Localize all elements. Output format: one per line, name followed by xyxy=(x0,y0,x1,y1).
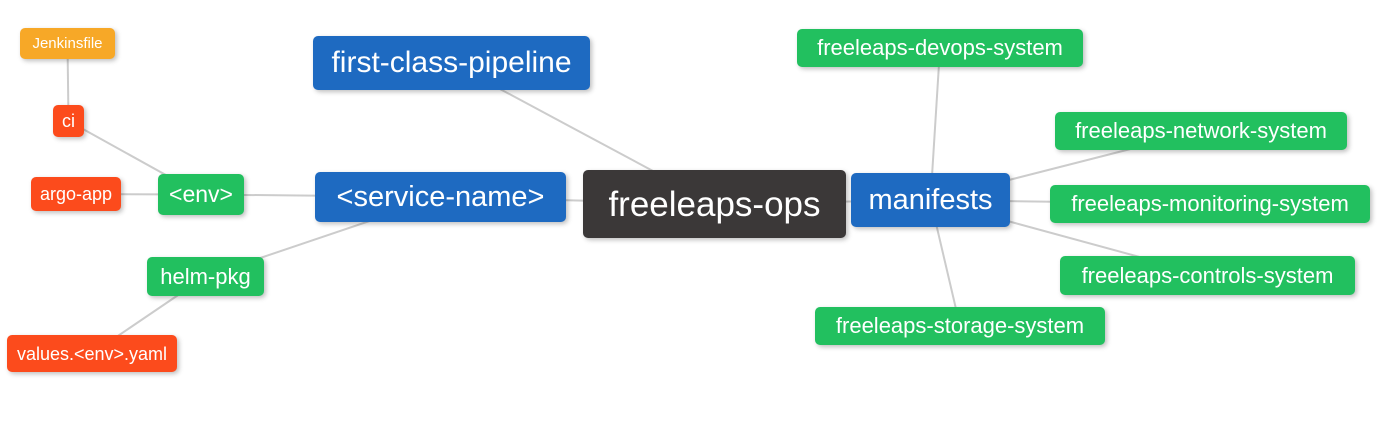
node-first-class-pipeline[interactable]: first-class-pipeline xyxy=(313,36,590,90)
node-controls-system[interactable]: freeleaps-controls-system xyxy=(1060,256,1355,295)
node-jenkinsfile[interactable]: Jenkinsfile xyxy=(20,28,115,59)
node-service-name[interactable]: <service-name> xyxy=(315,172,566,222)
node-storage-system[interactable]: freeleaps-storage-system xyxy=(815,307,1105,345)
node-ci[interactable]: ci xyxy=(53,105,84,137)
node-monitoring-system[interactable]: freeleaps-monitoring-system xyxy=(1050,185,1370,223)
node-values-env-yaml[interactable]: values.<env>.yaml xyxy=(7,335,177,372)
node-env[interactable]: <env> xyxy=(158,174,244,215)
node-manifests[interactable]: manifests xyxy=(851,173,1010,227)
node-network-system[interactable]: freeleaps-network-system xyxy=(1055,112,1347,150)
node-argo-app[interactable]: argo-app xyxy=(31,177,121,211)
node-devops-system[interactable]: freeleaps-devops-system xyxy=(797,29,1083,67)
node-freeleaps-ops[interactable]: freeleaps-ops xyxy=(583,170,846,238)
node-helm-pkg[interactable]: helm-pkg xyxy=(147,257,264,296)
